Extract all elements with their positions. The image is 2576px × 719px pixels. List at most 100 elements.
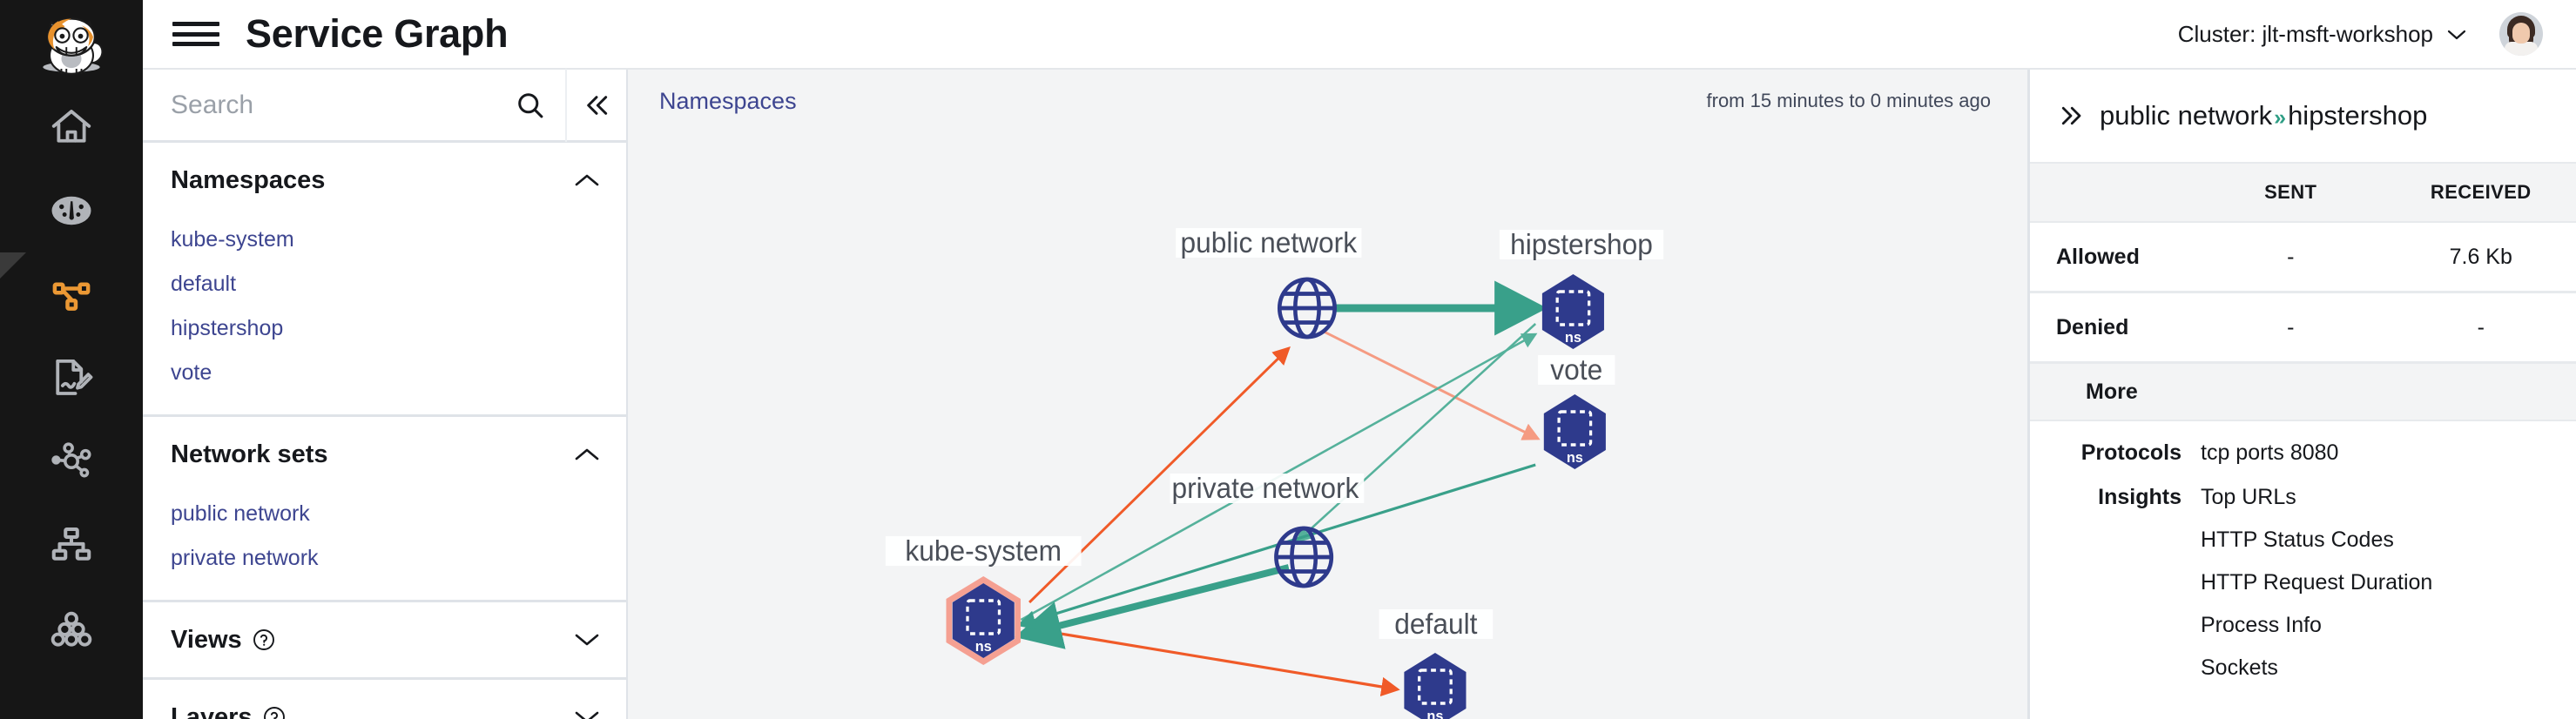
cell-denied-sent: - — [2287, 314, 2295, 339]
insight-sockets[interactable]: Sockets — [2201, 655, 2278, 680]
graph-nodes: public network ns hipstershop — [885, 226, 1664, 719]
insight-top-urls[interactable]: Top URLs — [2201, 485, 2296, 509]
column-header-received: RECEIVED — [2430, 181, 2532, 203]
body-row: Namespaces kube-system default hipstersh… — [143, 68, 2576, 719]
home-icon — [51, 110, 91, 143]
accordion-title: Namespaces — [171, 165, 326, 194]
graph-node-vote[interactable]: ns vote — [1538, 353, 1615, 469]
cluster-selector-label: Cluster: jlt-msft-workshop — [2177, 20, 2433, 47]
double-chevron-right-icon[interactable] — [2056, 103, 2086, 129]
network-nodes-icon — [51, 442, 91, 478]
search-box — [143, 68, 567, 142]
accordion-layers: Layers — [143, 680, 626, 719]
time-range-label: from 15 minutes to 0 minutes ago — [1706, 90, 1992, 111]
row-label-allowed: Allowed — [2056, 244, 2140, 269]
graph-node-hipstershop[interactable]: ns hipstershop — [1499, 228, 1664, 349]
details-panel-title: public network » hipstershop — [2100, 100, 2427, 131]
node-label: public network — [1181, 226, 1358, 259]
edge-kube-system-default — [1039, 628, 1400, 697]
edge-hipstershop-private-network — [1295, 323, 1537, 543]
graph-node-public-network[interactable]: public network — [1176, 226, 1362, 339]
sidebar-item-public-network[interactable]: public network — [171, 501, 310, 526]
cat-logo-icon[interactable] — [30, 7, 113, 85]
graph-node-kube-system[interactable]: ns kube-system — [885, 534, 1082, 666]
sidebar-item-private-network[interactable]: private network — [171, 546, 319, 570]
chevron-down-icon — [575, 634, 599, 646]
sidebar-item-service-graph[interactable] — [0, 252, 143, 336]
primary-nav-rail — [0, 0, 143, 719]
detail-key-protocols: Protocols — [2080, 440, 2182, 465]
detail-key-insights: Insights — [2098, 485, 2182, 509]
details-panel-header: public network » hipstershop — [2030, 70, 2576, 162]
details-panel: public network » hipstershop SENT RECEIV… — [2027, 70, 2576, 719]
double-chevron-left-icon — [587, 95, 608, 115]
rail-items — [0, 85, 143, 670]
graph-node-default[interactable]: ns default — [1379, 608, 1494, 719]
graph-canvas[interactable]: public network ns hipstershop — [628, 132, 2027, 719]
edge-private-network-kube-system — [1014, 564, 1290, 649]
sidebar-item-default[interactable]: default — [171, 272, 237, 296]
cell-denied-received: - — [2477, 314, 2485, 339]
detail-value-protocols: tcp ports 8080 — [2201, 440, 2339, 465]
help-circle-icon[interactable] — [253, 628, 275, 651]
graph-edges — [1014, 280, 1548, 697]
hamburger-icon[interactable] — [172, 17, 219, 51]
edge-public-network-vote — [1321, 329, 1541, 440]
graph-header: Namespaces from 15 minutes to 0 minutes … — [628, 70, 2027, 132]
node-label: default — [1394, 608, 1477, 640]
node-label: vote — [1550, 353, 1602, 386]
more-section-header[interactable]: More — [2030, 364, 2576, 421]
cluster-nodes-icon — [51, 611, 92, 647]
graph-node-private-network[interactable]: private network — [1170, 472, 1365, 588]
help-circle-icon[interactable] — [263, 706, 286, 719]
sidebar-item-dashboards[interactable] — [0, 169, 143, 252]
details-title-separator: » — [2274, 105, 2287, 130]
sidebar-item-network-nodes[interactable] — [0, 420, 143, 503]
accordion-header-namespaces[interactable]: Namespaces — [143, 143, 626, 218]
node-label: hipstershop — [1510, 228, 1653, 260]
sidebar-item-hierarchy[interactable] — [0, 503, 143, 587]
accordion-header-layers[interactable]: Layers — [143, 680, 626, 719]
cell-allowed-received: 7.6 Kb — [2449, 244, 2512, 269]
node-sublabel: ns — [975, 638, 992, 655]
chevron-down-icon — [2447, 30, 2466, 39]
chevron-up-icon — [575, 174, 599, 186]
main-column: Service Graph Cluster: jlt-msft-workshop — [143, 0, 2576, 719]
accordion-header-views[interactable]: Views — [143, 602, 626, 677]
sidebar-item-hipstershop[interactable]: hipstershop — [171, 316, 284, 340]
cluster-selector[interactable]: Cluster: jlt-msft-workshop — [2178, 21, 2466, 48]
policy-edit-icon — [56, 359, 93, 395]
node-label: private network — [1172, 472, 1360, 504]
detail-protocols: Protocols tcp ports 8080 — [2030, 421, 2576, 466]
namespace-hexagon-icon: ns — [946, 575, 1021, 666]
column-header-sent: SENT — [2264, 181, 2317, 203]
search-icon[interactable] — [515, 90, 546, 121]
cell-allowed-sent: - — [2287, 244, 2295, 269]
sidebar-item-kube-system[interactable]: kube-system — [171, 227, 294, 252]
details-title-to: hipstershop — [2288, 100, 2428, 131]
accordion-namespaces: Namespaces kube-system default hipstersh… — [143, 143, 626, 417]
hierarchy-icon — [51, 527, 91, 561]
namespace-hexagon-icon: ns — [1541, 274, 1604, 349]
sidebar-item-policies[interactable] — [0, 336, 143, 420]
sidebar-item-home[interactable] — [0, 85, 143, 169]
avatar[interactable] — [2499, 12, 2543, 56]
top-bar: Service Graph Cluster: jlt-msft-workshop — [143, 0, 2576, 70]
table-row: Allowed - 7.6 Kb — [2030, 223, 2576, 293]
chevron-down-icon — [575, 711, 599, 719]
accordion-views: Views — [143, 602, 626, 680]
detail-insights: Insights Top URLs HTTP Status Codes HTTP… — [2030, 466, 2576, 681]
insight-http-request-duration[interactable]: HTTP Request Duration — [2201, 570, 2433, 595]
search-input[interactable] — [171, 90, 515, 120]
table-row: Denied - - — [2030, 293, 2576, 364]
accordion-network-sets: Network sets public network private netw… — [143, 417, 626, 602]
breadcrumb[interactable]: Namespaces — [659, 87, 797, 114]
accordion-title: Views — [171, 625, 242, 654]
insight-process-info[interactable]: Process Info — [2201, 613, 2322, 637]
sidebar-item-cluster-nodes[interactable] — [0, 587, 143, 670]
collapse-panel-button[interactable] — [567, 91, 626, 119]
sidebar-item-vote[interactable]: vote — [171, 360, 212, 385]
accordion-header-network-sets[interactable]: Network sets — [143, 417, 626, 492]
chevron-up-icon — [575, 448, 599, 460]
insight-http-status-codes[interactable]: HTTP Status Codes — [2201, 527, 2394, 552]
